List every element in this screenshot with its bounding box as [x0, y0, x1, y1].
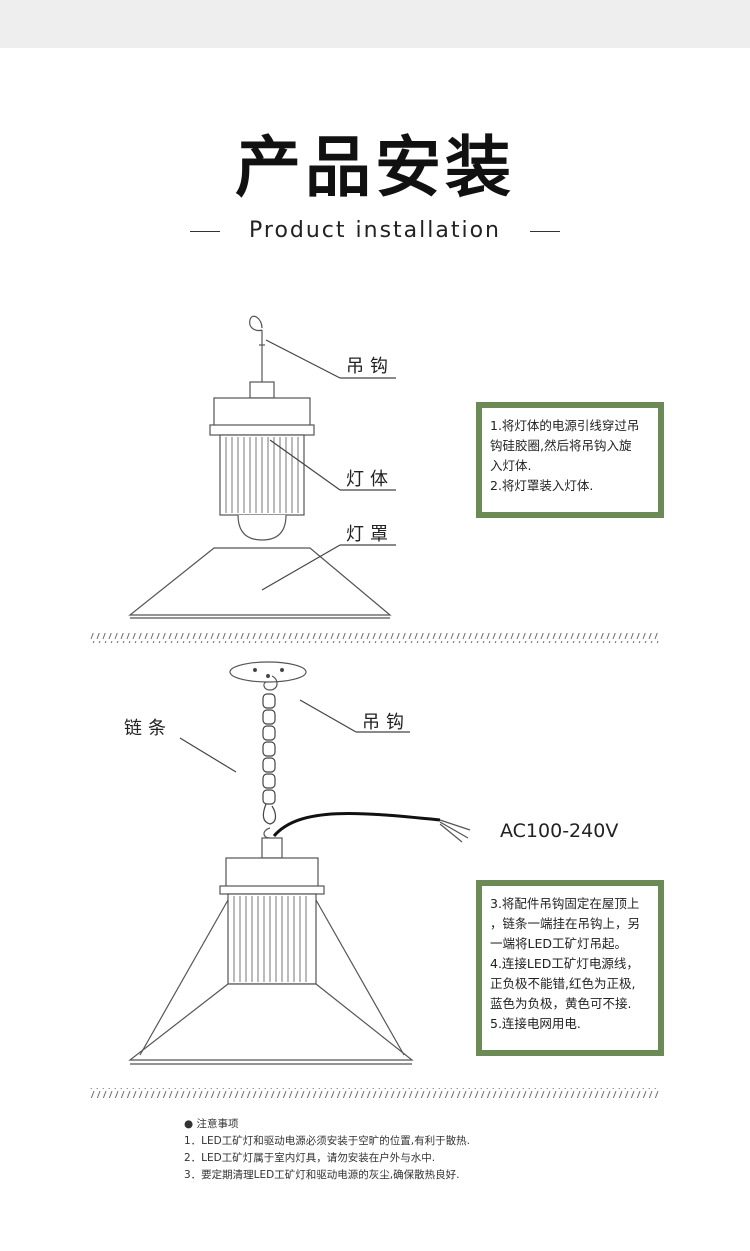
label-chain: 链条 [124, 718, 172, 739]
subtitle-left-dash [190, 231, 220, 232]
top-bar [0, 0, 750, 48]
label-lamp-body: 灯体 [346, 469, 394, 490]
step-line: ，链条一端挂在吊钩上，另 [490, 916, 641, 931]
page-subtitle: Product installation [249, 218, 501, 243]
step-line: 3.将配件吊钩固定在屋顶上 [490, 896, 640, 911]
step-line: 2.将灯罩装入灯体. [490, 478, 594, 493]
separator-1 [90, 633, 660, 643]
note-item: 2．LED工矿灯属于室内灯具，请勿安装在户外与水中. [184, 1152, 436, 1164]
diagram2-lamp [128, 661, 471, 1065]
steps-box-2: 3.将配件吊钩固定在屋顶上 ，链条一端挂在吊钩上，另 一端将LED工矿灯吊起。 … [476, 880, 664, 1056]
subtitle-row: Product installation [0, 216, 750, 248]
step-line: 蓝色为负极，黄色可不接. [490, 996, 632, 1011]
notes-heading: ● 注意事项 [184, 1118, 239, 1130]
step-line: 钩硅胶圈,然后将吊钩入旋 [490, 438, 632, 453]
label-lamp-shade: 灯罩 [346, 524, 394, 545]
step-line: 1.将灯体的电源引线穿过吊 [490, 418, 640, 433]
step-line: 4.连接LED工矿灯电源线， [490, 956, 639, 971]
step-line: 正负极不能错,红色为正极, [490, 976, 636, 991]
notes-section: ● 注意事项 1．LED工矿灯和驱动电源必须安装于空旷的位置,有利于散热. 2．… [184, 1116, 470, 1184]
label-hook-1: 吊钩 [346, 356, 394, 377]
step-line: 入灯体. [490, 458, 532, 473]
note-item: 1．LED工矿灯和驱动电源必须安装于空旷的位置,有利于散热. [184, 1135, 470, 1147]
diagram1-lamp [128, 315, 396, 619]
steps-box-1: 1.将灯体的电源引线穿过吊 钩硅胶圈,然后将吊钩入旋 入灯体. 2.将灯罩装入灯… [476, 402, 664, 518]
note-item: 3．要定期清理LED工矿灯和驱动电源的灰尘,确保散热良好. [184, 1169, 460, 1181]
step-line: 一端将LED工矿灯吊起。 [490, 936, 627, 951]
label-hook-2: 吊钩 [362, 712, 410, 733]
subtitle-right-dash [530, 231, 560, 232]
step-line: 5.连接电网用电. [490, 1016, 581, 1031]
page-title: 产品安装 [235, 129, 515, 206]
separator-2 [90, 1088, 660, 1098]
hook-icon [249, 315, 263, 332]
label-voltage: AC100-240V [500, 820, 619, 842]
